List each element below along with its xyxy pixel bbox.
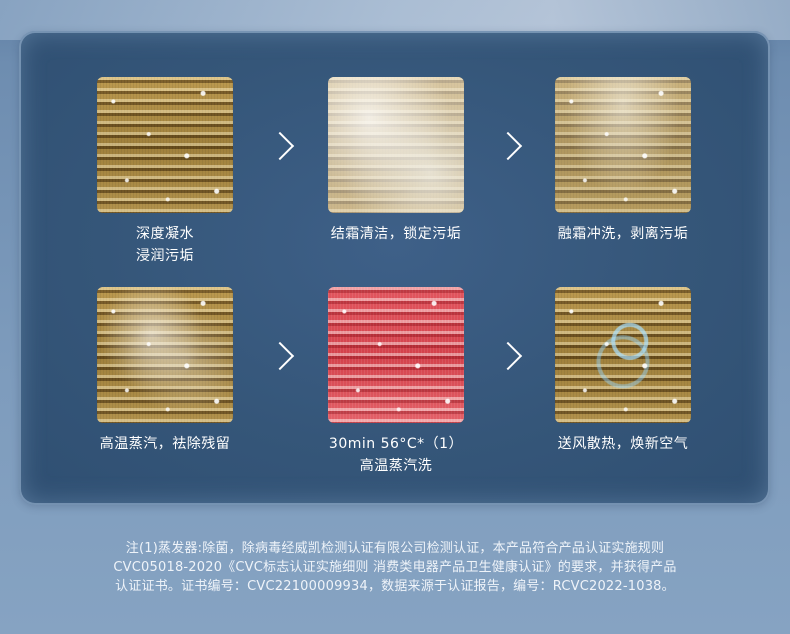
steam-coil-image <box>97 287 233 423</box>
step-steam: 高温蒸汽，祛除残留 <box>97 287 233 455</box>
melting-coil-image <box>555 77 691 213</box>
process-panel: 深度凝水 浸润污垢 结霜清洁，锁定污垢 融霜冲洗，剥离污垢 高温蒸汽，祛除残留 <box>19 31 770 505</box>
fresh-air-coil-image <box>555 287 691 423</box>
frosted-coil-image <box>328 77 464 213</box>
step-melt: 融霜冲洗，剥离污垢 <box>555 77 691 245</box>
chevron-right-icon <box>265 131 295 161</box>
step-fresh-label: 送风散热，焕新空气 <box>557 436 689 452</box>
step-hot-label: 30min 56°C*（1） 高温蒸汽洗 <box>328 436 464 474</box>
chevron-right-icon <box>265 341 295 371</box>
footnote-line-3: 认证证书。证书编号：CVC22100009934，数据来源于认证报告，编号：RC… <box>115 579 675 594</box>
certification-footnote: 注(1)蒸发器:除菌，除病毒经威凯检测认证有限公司检测认证，本产品符合产品认证实… <box>30 539 760 596</box>
step-hot: 30min 56°C*（1） 高温蒸汽洗 <box>328 287 464 477</box>
step-condense-label: 深度凝水 浸润污垢 <box>136 226 194 264</box>
step-melt-label: 融霜冲洗，剥离污垢 <box>557 226 689 242</box>
step-frost-label: 结霜清洁，锁定污垢 <box>330 226 462 242</box>
chevron-right-icon <box>493 341 523 371</box>
footnote-line-1: 注(1)蒸发器:除菌，除病毒经威凯检测认证有限公司检测认证，本产品符合产品认证实… <box>125 541 665 556</box>
step-steam-label: 高温蒸汽，祛除残留 <box>99 436 231 452</box>
heated-coil-image <box>328 287 464 423</box>
chevron-right-icon <box>493 131 523 161</box>
step-frost: 结霜清洁，锁定污垢 <box>328 77 464 245</box>
footnote-line-2: CVC05018-2020《CVC标志认证实施细则 消费类电器产品卫生健康认证》… <box>113 560 677 575</box>
step-fresh: 送风散热，焕新空气 <box>555 287 691 455</box>
condensed-coil-image <box>97 77 233 213</box>
step-condense: 深度凝水 浸润污垢 <box>97 77 233 267</box>
